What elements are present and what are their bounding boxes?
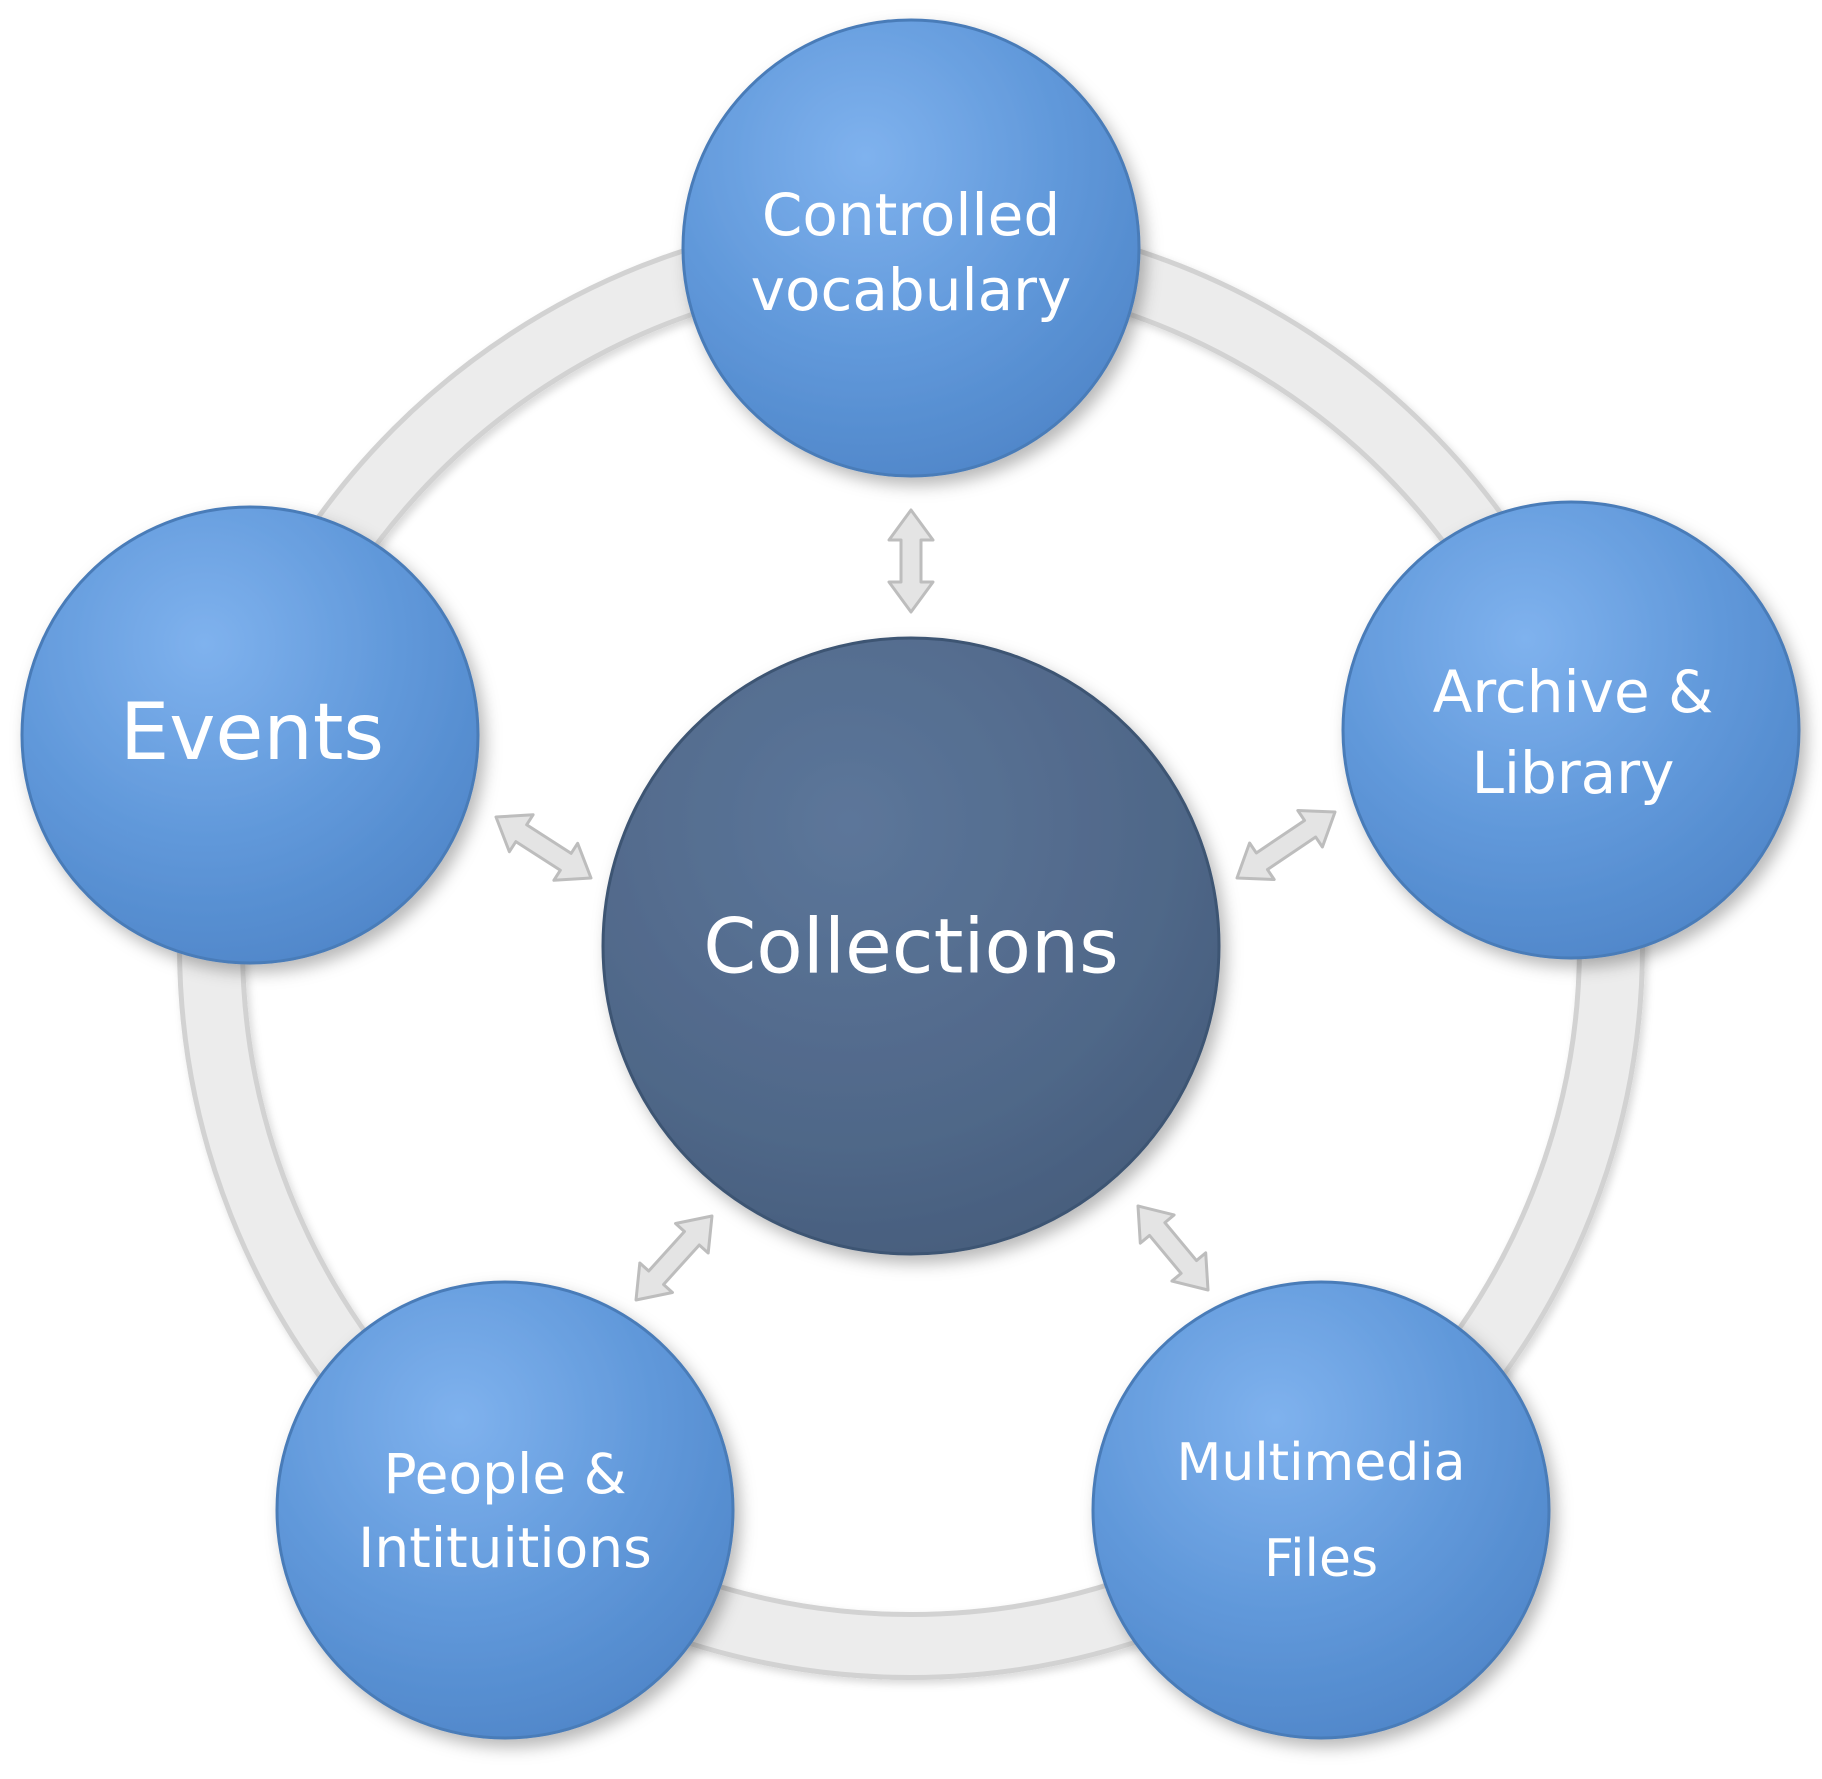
node-people-intituitions-line-2: Intituitions [358, 1516, 652, 1580]
arrow-multimedia-files [1136, 1204, 1210, 1292]
node-controlled-vocabulary-line-2: vocabulary [751, 256, 1072, 324]
node-multimedia-files: Multimedia Files [1091, 1280, 1551, 1740]
arrow-events [494, 813, 593, 882]
node-multimedia-files-line-1: Multimedia [1176, 1433, 1465, 1493]
node-people-intituitions-line-1: People & [383, 1442, 626, 1506]
center-node-collections: Collections [601, 636, 1221, 1256]
node-archive-library: Archive & Library [1341, 500, 1801, 960]
node-controlled-vocabulary-line-1: Controlled [762, 181, 1060, 249]
node-events: Events [20, 505, 480, 965]
node-events-line-1: Events [120, 688, 384, 778]
node-people-intituitions: People & Intituitions [275, 1280, 735, 1740]
node-archive-library-line-1: Archive & [1433, 658, 1714, 726]
arrow-archive-library [1235, 809, 1337, 881]
arrows-layer [494, 508, 1337, 1302]
nodes-layer: Controlled vocabulary Archive & Library … [20, 18, 1801, 1740]
node-archive-library-line-2: Library [1472, 739, 1675, 807]
arrow-controlled-vocabulary [887, 508, 935, 614]
node-multimedia-files-line-2: Files [1264, 1529, 1378, 1589]
arrow-people-intituitions [634, 1214, 714, 1302]
center-node-label: Collections [703, 902, 1119, 991]
node-controlled-vocabulary: Controlled vocabulary [681, 18, 1141, 478]
